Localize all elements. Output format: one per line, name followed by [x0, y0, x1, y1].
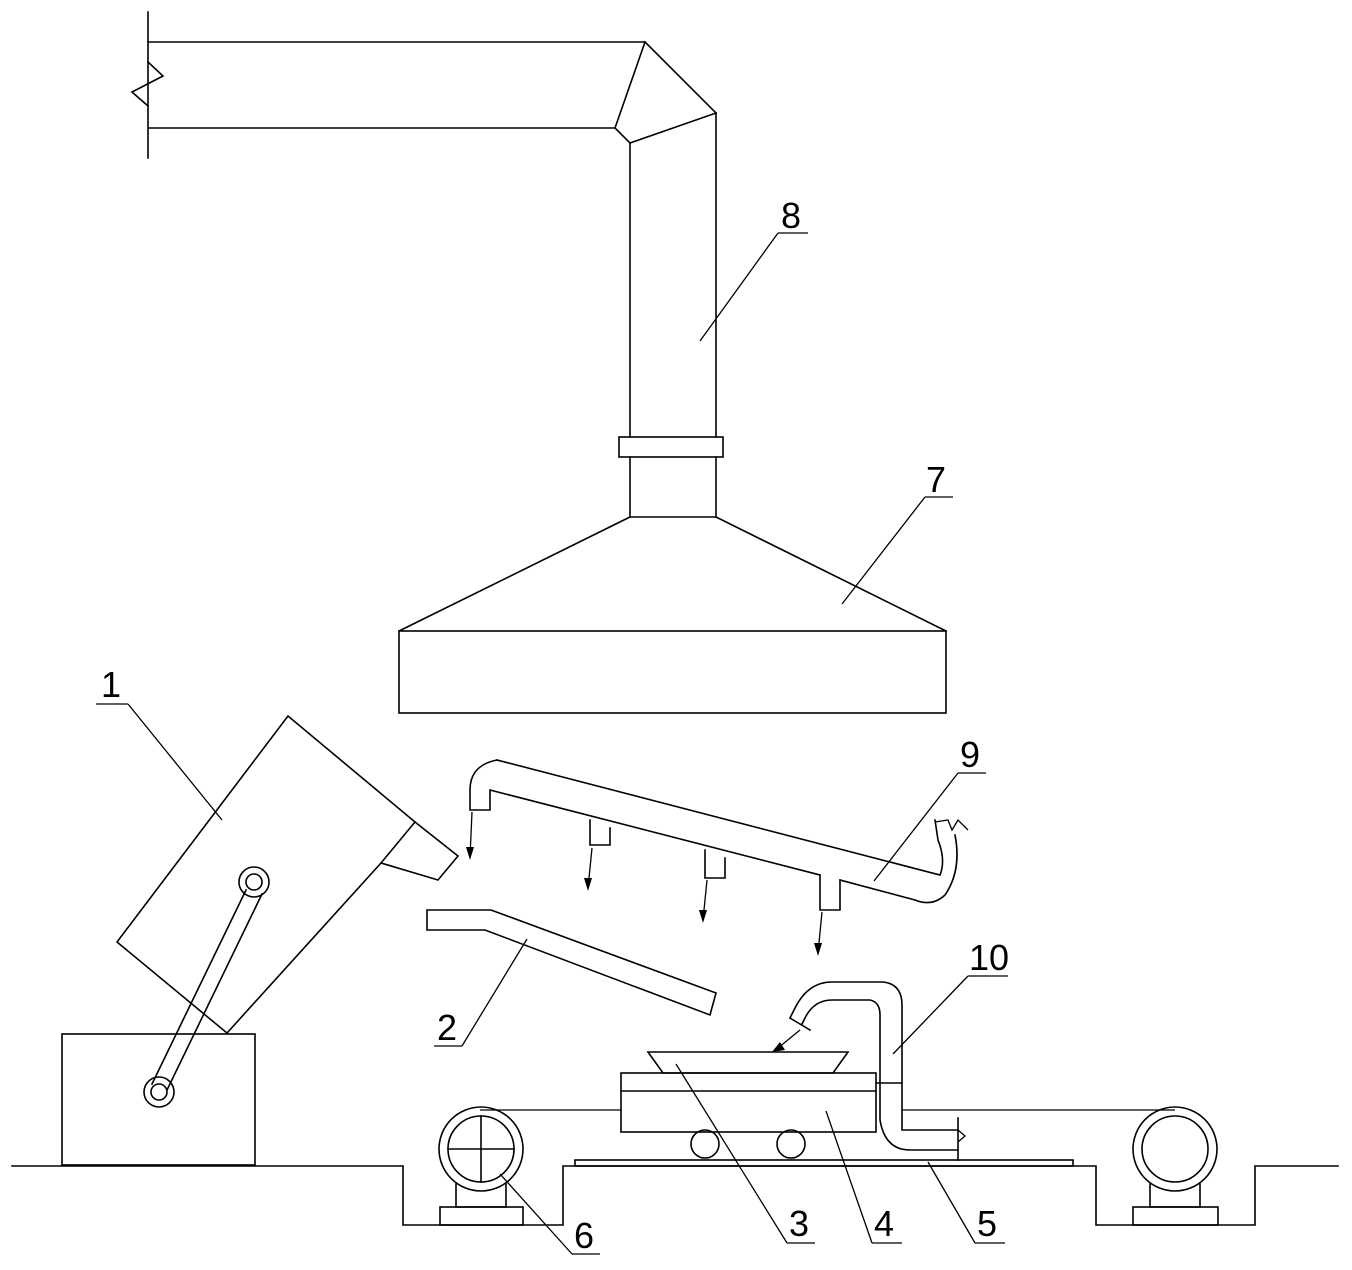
label-6: 6 — [574, 1215, 594, 1256]
winch-right — [1132, 1106, 1219, 1226]
suction-pipe — [772, 975, 1008, 1161]
rail — [574, 1159, 1074, 1244]
label-3: 3 — [789, 1203, 809, 1244]
label-1: 1 — [101, 664, 121, 705]
cart — [620, 1072, 903, 1244]
label-8: 8 — [781, 195, 801, 236]
label-2: 2 — [437, 1007, 457, 1048]
hood — [397, 496, 953, 714]
label-4: 4 — [874, 1203, 894, 1244]
spray-pipe — [466, 759, 986, 956]
label-9: 9 — [960, 734, 980, 775]
winch-left — [438, 1106, 600, 1255]
hopper — [646, 1051, 850, 1244]
label-10: 10 — [969, 937, 1009, 978]
chute-plate — [426, 909, 717, 1047]
part-labels: 1 2 3 4 5 6 7 8 9 10 — [101, 195, 1009, 1256]
ground — [11, 1165, 1339, 1226]
label-5: 5 — [977, 1203, 997, 1244]
tilting-box — [61, 703, 460, 1166]
label-7: 7 — [926, 459, 946, 500]
exhaust-duct — [130, 11, 808, 518]
